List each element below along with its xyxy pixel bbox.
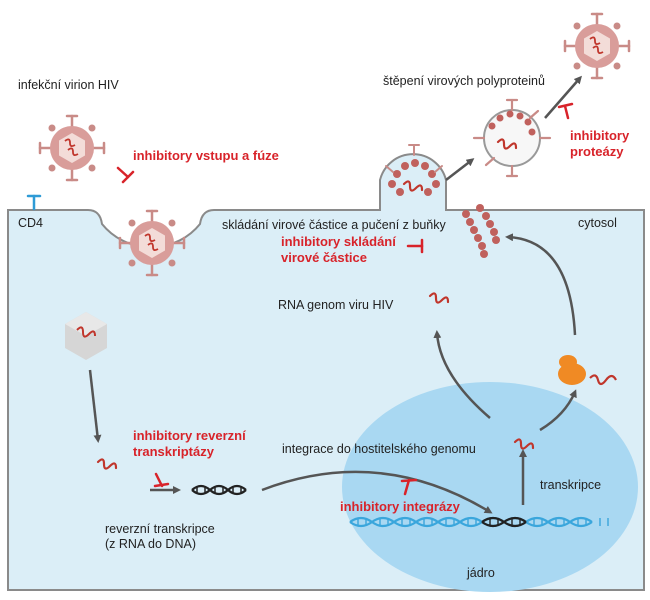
inhibitor-assembly-label-1: inhibitory skládání [281, 234, 396, 249]
arrows [88, 75, 582, 514]
uncoated-capsid [65, 312, 107, 360]
inhibitor-symbols [116, 102, 574, 496]
free-virion [38, 114, 106, 182]
inhibitor-integrase-label: inhibitory integrázy [340, 499, 460, 514]
ribosome-mrna [589, 374, 617, 386]
label-transcription: transkripce [540, 478, 602, 492]
label-rna-genome: RNA genom viru HIV [278, 298, 394, 312]
viral-dna [191, 484, 247, 496]
host-dna [349, 516, 609, 528]
label-rt-line1: reverzní transkripce [105, 522, 215, 536]
label-rt-line2: (z RNA do DNA) [105, 537, 196, 551]
label-virion: infekční virion HIV [18, 78, 119, 92]
label-cytosol: cytosol [578, 216, 617, 230]
label-integration: integrace do hostitelského genomu [282, 442, 476, 456]
immature-virion [472, 98, 552, 178]
polyprotein-chains [462, 204, 500, 258]
inhibitor-protease-label-2: proteázy [570, 144, 624, 159]
label-cleavage: štěpení virových polyproteinů [383, 74, 545, 88]
inhibitor-rt-label-2: transkriptázy [133, 444, 214, 459]
inhibitor-rt-label-1: inhibitory reverzní [133, 428, 246, 443]
label-cd4: CD4 [18, 216, 44, 230]
ribosome [558, 355, 586, 385]
budding-virion [388, 159, 440, 196]
endocytosed-virion [118, 209, 186, 277]
nucleus [342, 382, 638, 592]
mature-virion [563, 12, 631, 80]
inhibitor-assembly-label-2: virové částice [281, 250, 368, 265]
inhibitor-entry-label: inhibitory vstupu a fúze [133, 148, 279, 163]
label-nucleus: jádro [467, 566, 495, 580]
inhibitor-protease-label-1: inhibitory [570, 128, 630, 143]
label-assembly: skládání virové částice a pučení z buňky [222, 218, 446, 232]
cd4-receptor [26, 194, 42, 211]
